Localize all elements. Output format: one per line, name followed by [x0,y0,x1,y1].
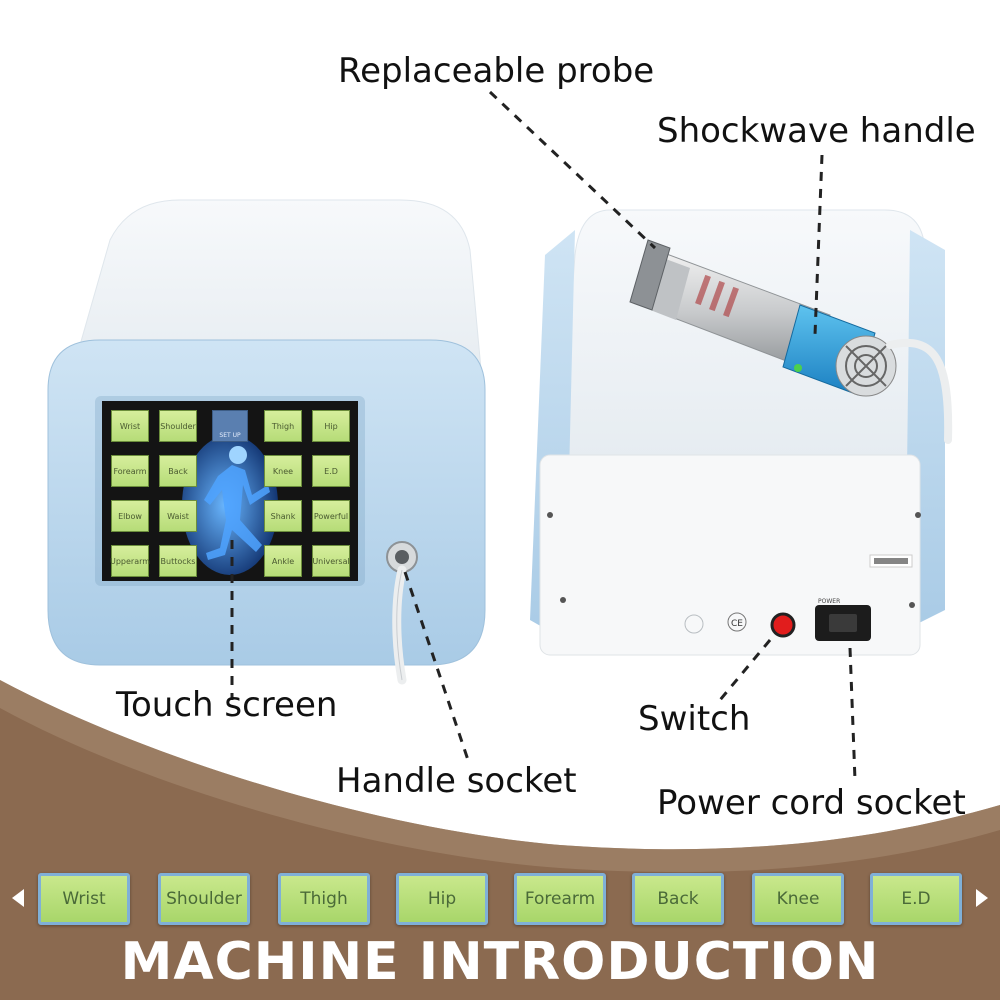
screen-button[interactable]: Thigh [264,410,302,442]
screen-button[interactable]: Elbow [111,500,149,532]
screen-button[interactable]: Powerful [312,500,350,532]
screen-button[interactable]: Shank [264,500,302,532]
page-title: MACHINE INTRODUCTION [120,932,880,992]
callout-replaceable-probe: Replaceable probe [338,51,655,91]
leader-probe [488,90,657,250]
band-highlight [0,680,1000,873]
left-device-top [69,199,483,381]
screen-button[interactable]: Forearm [111,455,149,487]
leader-power-socket [848,647,857,781]
strip-arrow-right [976,889,988,907]
strip-arrow-left [12,889,24,907]
screen-button[interactable]: Universal [312,545,350,577]
strip-button-wrist[interactable]: Wrist [38,873,130,925]
screen-button[interactable]: Waist [159,500,197,532]
power-switch [770,612,796,638]
leader-lines [230,90,857,781]
replaceable-probe [629,239,671,311]
callout-shockwave-handle: Shockwave handle [657,111,976,151]
screen-button[interactable]: Ankle [264,545,302,577]
setup-icon[interactable]: SET UP [212,410,248,442]
screen-button[interactable]: Knee [264,455,302,487]
figure-body [204,465,270,560]
callout-touch-screen: Touch screen [116,685,338,725]
ce-mark: CE [731,619,743,629]
callout-handle-socket: Handle socket [336,761,577,801]
strip-button-hip[interactable]: Hip [396,873,488,925]
strip-button-back[interactable]: Back [632,873,724,925]
ce-mark-circle [727,612,747,632]
screen-button[interactable]: Hip [312,410,350,442]
screen-button[interactable]: Shoulder [159,410,197,442]
leader-handle [813,154,824,336]
figure-head [229,446,247,464]
screen-button[interactable]: E.D [312,455,350,487]
callout-switch: Switch [638,699,751,739]
right-cable [886,338,953,444]
screen-button[interactable]: Upperarm [110,545,150,577]
strip-button-shoulder[interactable]: Shoulder [158,873,250,925]
screen-button[interactable]: Back [159,455,197,487]
callout-power-cord-socket: Power cord socket [657,783,966,823]
strip-button-ed[interactable]: E.D [870,873,962,925]
screen-button[interactable]: Buttocks [159,545,197,577]
screen-button[interactable]: Wrist [111,410,149,442]
power-label: POWER [818,598,840,605]
leader-switch [718,639,772,701]
strip-button-thigh[interactable]: Thigh [278,873,370,925]
handle-socket-hole [395,550,409,564]
rear-screw-hole [684,614,704,634]
strip-button-forearm[interactable]: Forearm [514,873,606,925]
strip-button-knee[interactable]: Knee [752,873,844,925]
